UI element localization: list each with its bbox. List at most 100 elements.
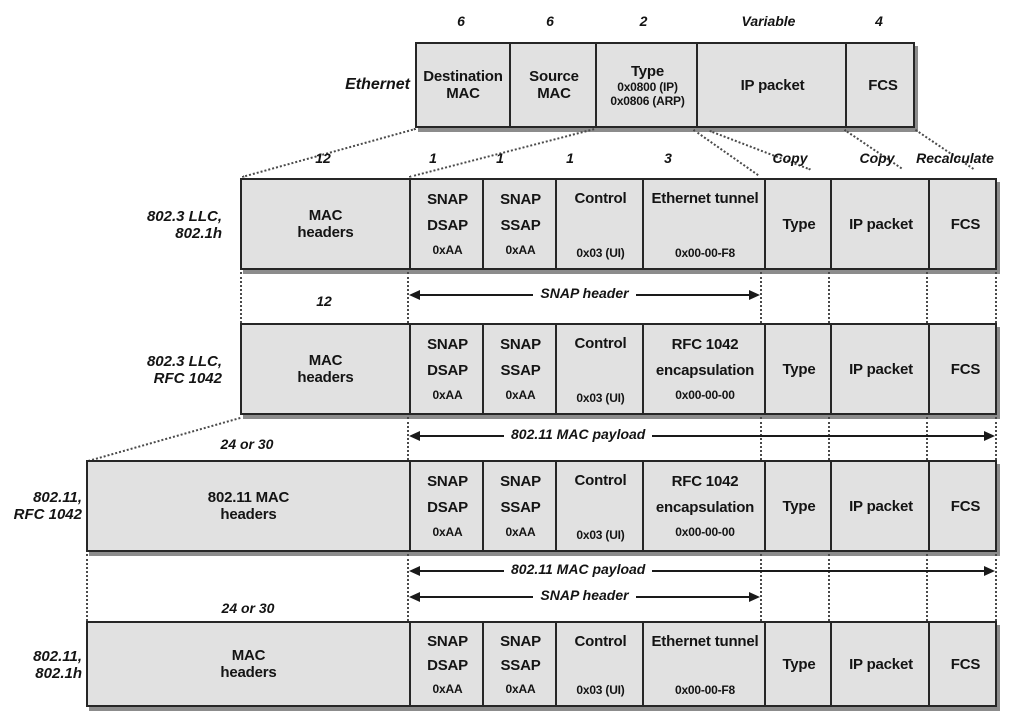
cell-text: RFC 1042 bbox=[671, 336, 739, 353]
dotted-guide-line bbox=[926, 554, 928, 621]
cell-text: 0x0806 (ARP) bbox=[610, 93, 685, 108]
row-label-line: 802.11, bbox=[33, 648, 82, 665]
arrowhead-right-icon bbox=[984, 566, 995, 576]
cell-text: headers bbox=[297, 369, 354, 386]
size-label-src: 6 bbox=[546, 13, 554, 29]
cell-type: Type bbox=[764, 462, 832, 550]
cell-text: Type bbox=[782, 655, 816, 673]
row-label-line: 802.3 LLC, bbox=[146, 353, 222, 370]
cell-text: IP packet bbox=[849, 360, 913, 378]
cell-ip-packet: IP packet bbox=[830, 623, 930, 705]
arrowhead-left-icon bbox=[409, 431, 420, 441]
row-label-8023llc-rfc1042: 802.3 LLC, RFC 1042 bbox=[118, 353, 222, 387]
dotted-guide-line bbox=[828, 417, 830, 460]
cell-text: Type bbox=[782, 215, 816, 233]
cell-text: encapsulation bbox=[655, 499, 755, 516]
cell-text: Control bbox=[574, 472, 627, 489]
dotted-guide-line bbox=[995, 554, 997, 621]
cell-text: 0x00-00-F8 bbox=[674, 246, 736, 260]
cell-mac-headers: MAC headers bbox=[242, 180, 409, 268]
cell-text: SSAP bbox=[500, 657, 541, 674]
cell-rfc1042-encapsulation: RFC 1042 encapsulation 0x00-00-00 bbox=[642, 325, 766, 413]
cell-text: SSAP bbox=[500, 362, 541, 379]
frame-row-8023llc-8021h: MAC headers SNAP DSAP 0xAA SNAP SSAP 0xA… bbox=[240, 178, 997, 270]
cell-text: SNAP bbox=[500, 336, 541, 353]
row-label-line: RFC 1042 bbox=[13, 506, 82, 523]
cell-fcs: FCS bbox=[928, 462, 1001, 550]
cell-text: SNAP bbox=[427, 191, 468, 208]
cell-mac-headers: MAC headers bbox=[88, 623, 409, 705]
cell-text: SNAP bbox=[500, 473, 541, 490]
row-label-line: 802.11, bbox=[33, 489, 82, 506]
cell-snap-ssap: SNAP SSAP 0xAA bbox=[482, 623, 557, 705]
size-label-mac12: 12 bbox=[315, 150, 331, 166]
cell-text: IP packet bbox=[849, 215, 913, 233]
cell-destination-mac: Destination MAC bbox=[417, 44, 509, 126]
arrow-label: SNAP header bbox=[540, 285, 629, 301]
cell-text: 0x03 (UI) bbox=[576, 246, 625, 260]
cell-text: MAC bbox=[446, 85, 480, 102]
row-label-line: Ethernet bbox=[345, 76, 410, 93]
cell-type: Type bbox=[764, 623, 832, 705]
cell-ip-packet: IP packet bbox=[830, 462, 930, 550]
80211-mac-payload-arrow: 802.11 MAC payload bbox=[409, 561, 995, 577]
size-label-mac24: 24 or 30 bbox=[221, 600, 275, 616]
cell-text: 0x0800 (IP) bbox=[617, 79, 678, 94]
dotted-guide-line bbox=[86, 554, 88, 621]
cell-ethernet-tunnel: Ethernet tunnel 0x00-00-F8 bbox=[642, 623, 766, 705]
row-label-line: 802.1h bbox=[175, 225, 222, 242]
cell-text: 0xAA bbox=[505, 681, 536, 696]
cell-text: MAC bbox=[231, 647, 266, 664]
arrow-line bbox=[635, 294, 749, 296]
cell-snap-ssap: SNAP SSAP 0xAA bbox=[482, 325, 557, 413]
row-label-line: RFC 1042 bbox=[153, 370, 222, 387]
size-label-ip: Variable bbox=[741, 13, 796, 29]
size-label-dsap: 1 bbox=[429, 150, 437, 166]
cell-control: Control 0x03 (UI) bbox=[555, 623, 644, 705]
cell-control: Control 0x03 (UI) bbox=[555, 325, 644, 413]
cell-fcs: FCS bbox=[928, 623, 1001, 705]
cell-text: 0xAA bbox=[432, 388, 463, 402]
size-label-ssap: 1 bbox=[496, 150, 504, 166]
arrow-line bbox=[420, 596, 534, 598]
dotted-guide-line bbox=[760, 272, 762, 323]
cell-text: headers bbox=[220, 664, 277, 681]
arrowhead-left-icon bbox=[409, 290, 420, 300]
row-label-80211-rfc1042: 802.11, RFC 1042 bbox=[0, 489, 82, 523]
cell-text: headers bbox=[220, 506, 277, 523]
row-label-line: 802.1h bbox=[35, 665, 82, 682]
cell-text: Ethernet tunnel bbox=[651, 190, 759, 207]
cell-fcs: FCS bbox=[845, 44, 919, 126]
cell-text: 0xAA bbox=[505, 525, 536, 539]
size-label-mac12: 12 bbox=[316, 293, 332, 309]
dotted-guide-line bbox=[995, 272, 997, 323]
size-label-mac24: 24 or 30 bbox=[220, 436, 274, 452]
cell-ip-packet: IP packet bbox=[830, 325, 930, 413]
cell-text: SNAP bbox=[500, 632, 541, 650]
cell-snap-ssap: SNAP SSAP 0xAA bbox=[482, 462, 557, 550]
arrow-line bbox=[652, 570, 984, 572]
cell-text: SNAP bbox=[500, 191, 541, 208]
cell-text: Control bbox=[574, 335, 627, 352]
dotted-guide-line bbox=[926, 417, 928, 460]
cell-text: SSAP bbox=[500, 499, 541, 516]
size-label-control: 1 bbox=[566, 150, 574, 166]
arrowhead-right-icon bbox=[984, 431, 995, 441]
cell-text: SSAP bbox=[500, 217, 541, 234]
snap-header-arrow: SNAP header bbox=[409, 285, 760, 301]
arrow-line bbox=[420, 570, 504, 572]
cell-80211-mac-headers: 802.11 MAC headers bbox=[88, 462, 409, 550]
frame-row-80211-rfc1042: 802.11 MAC headers SNAP DSAP 0xAA SNAP S… bbox=[86, 460, 997, 552]
cell-text: 0x03 (UI) bbox=[576, 683, 625, 697]
cell-control: Control 0x03 (UI) bbox=[555, 180, 644, 268]
cell-type-field: Type 0x0800 (IP) 0x0806 (ARP) bbox=[595, 44, 698, 126]
cell-snap-dsap: SNAP DSAP 0xAA bbox=[409, 623, 484, 705]
cell-snap-dsap: SNAP DSAP 0xAA bbox=[409, 180, 484, 268]
cell-text: SNAP bbox=[427, 336, 468, 353]
cell-text: IP packet bbox=[849, 497, 913, 515]
arrow-line bbox=[420, 435, 504, 437]
cell-text: DSAP bbox=[427, 499, 468, 516]
cell-text: headers bbox=[297, 224, 354, 241]
frame-row-80211-8021h: MAC headers SNAP DSAP 0xAA SNAP SSAP 0xA… bbox=[86, 621, 997, 707]
